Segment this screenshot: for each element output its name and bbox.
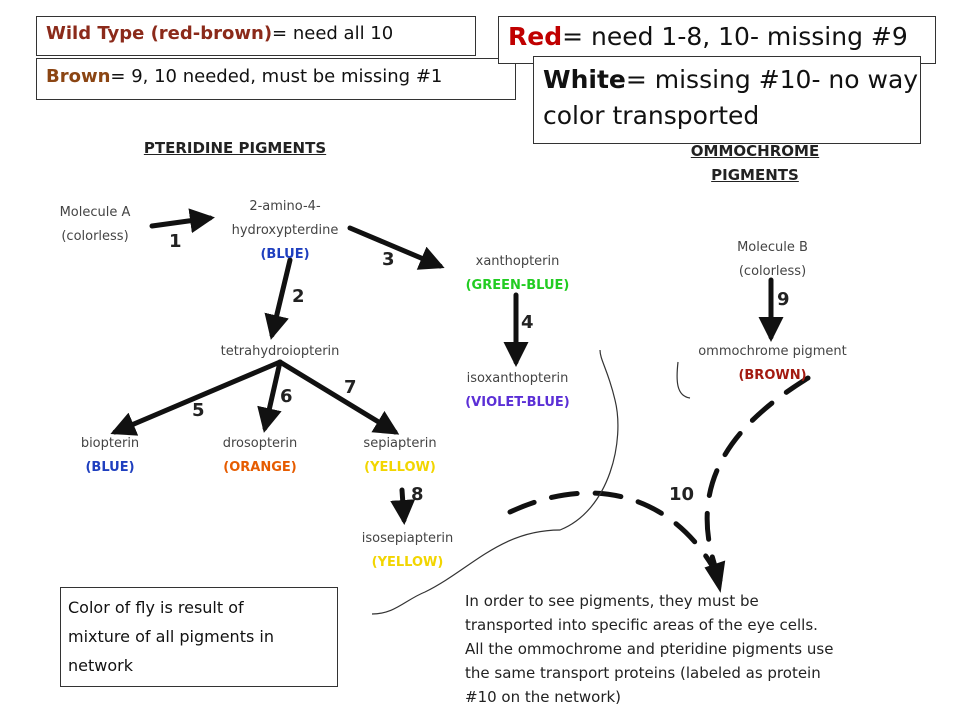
brown-term: Brown — [46, 66, 111, 87]
wild-type-box — [36, 16, 476, 56]
step-4-label: 4 — [521, 312, 534, 333]
mixture-note-line-3: network — [68, 656, 133, 675]
molecule-a-desc: (colorless) — [61, 229, 129, 244]
molecule-a-name: Molecule A — [59, 205, 131, 220]
isosepiapterin-color-label: (YELLOW) — [371, 555, 444, 570]
sepiapterin: sepiapterin (YELLOW) — [340, 432, 460, 480]
sepiapterin-name: sepiapterin — [363, 436, 437, 451]
step-3-label: 3 — [382, 249, 395, 270]
arrow-step-3 — [347, 225, 445, 270]
amino-line-2: hydroxypterdine — [231, 223, 339, 238]
arrow-step-5 — [110, 359, 283, 436]
tetrahydroiopterin: tetrahydroiopterin — [190, 340, 370, 364]
xanthopterin: xanthopterin (GREEN-BLUE) — [445, 250, 590, 298]
drosopterin-color-label: (ORANGE) — [223, 460, 297, 475]
step-6-label: 6 — [280, 386, 293, 407]
arrow-step-2 — [264, 257, 293, 340]
isoxanthopterin-color-label: (VIOLET-BLUE) — [465, 395, 570, 410]
step-8-label: 8 — [411, 484, 424, 505]
ommochrome-pigment: ommochrome pigment (BROWN) — [675, 340, 870, 388]
white-term: White — [543, 65, 626, 94]
sepiapterin-color-label: (YELLOW) — [364, 460, 436, 475]
step-10-label: 10 — [669, 484, 695, 505]
xanthopterin-color-label: (GREEN-BLUE) — [465, 278, 570, 293]
wild-type-term: Wild Type (red-brown) — [46, 23, 273, 44]
ommochrome-heading-line-1: OMMOCHROME — [690, 142, 820, 160]
dashed-transport-arc-right — [704, 375, 811, 583]
molecule-b: Molecule B (colorless) — [715, 236, 830, 284]
white-line-1: White= missing #10- no way — [543, 62, 918, 98]
molecule-a: Molecule A (colorless) — [40, 201, 150, 249]
brown-text: Brown= 9, 10 needed, must be missing #1 — [46, 66, 442, 87]
brace-pteridine — [371, 349, 619, 615]
arrow-step-7 — [277, 359, 400, 435]
ommochrome-heading: OMMOCHROME PIGMENTS — [660, 139, 850, 187]
step-9-label: 9 — [777, 289, 790, 310]
biopterin-color-label: (BLUE) — [85, 460, 135, 475]
step-5-label: 5 — [192, 400, 205, 421]
arrow-step-8 — [390, 487, 416, 525]
mixture-note-box — [60, 587, 338, 687]
transport-note-line-4: the same transport proteins (labeled as … — [465, 664, 821, 682]
mixture-note-line-2: mixture of all pigments in — [68, 627, 274, 646]
step-2-label: 2 — [292, 286, 305, 307]
transport-note-line-5: #10 on the network) — [465, 688, 622, 706]
dashed-transport-arc-left — [507, 490, 723, 583]
mixture-note-line-1: Color of fly is result of — [68, 598, 244, 617]
amino-hydroxypterdine: 2-amino-4- hydroxypterdine (BLUE) — [210, 195, 360, 267]
biopterin: biopterin (BLUE) — [55, 432, 165, 480]
step-7-label: 7 — [344, 377, 357, 398]
ommochrome-pigment-color-label: (BROWN) — [738, 368, 807, 383]
isosepiapterin: isosepiapterin (YELLOW) — [345, 527, 470, 575]
isoxanthopterin: isoxanthopterin (VIOLET-BLUE) — [445, 367, 590, 415]
drosopterin: drosopterin (ORANGE) — [200, 432, 320, 480]
pteridine-heading: PTERIDINE PIGMENTS — [143, 139, 327, 157]
ommochrome-heading-line-2: PIGMENTS — [711, 166, 799, 184]
white-text: White= missing #10- no way color transpo… — [543, 62, 918, 134]
step-1-label: 1 — [169, 231, 182, 252]
red-text: Red= need 1-8, 10- missing #9 — [508, 22, 908, 51]
arrow-step-1 — [149, 208, 215, 234]
amino-line-1: 2-amino-4- — [249, 199, 321, 214]
brown-rest: = 9, 10 needed, must be missing #1 — [110, 66, 443, 87]
xanthopterin-name: xanthopterin — [475, 254, 560, 269]
transport-note-line-1: In order to see pigments, they must be — [465, 592, 759, 610]
isosepiapterin-name: isosepiapterin — [361, 531, 454, 546]
red-term: Red — [508, 22, 563, 51]
molecule-b-name: Molecule B — [737, 240, 808, 255]
wild-type-rest: = need all 10 — [272, 23, 394, 44]
wild-type-text: Wild Type (red-brown)= need all 10 — [46, 23, 393, 44]
red-rest: = need 1-8, 10- missing #9 — [562, 22, 908, 51]
amino-color-label: (BLUE) — [260, 247, 310, 262]
transport-note-line-2: transported into specific areas of the e… — [465, 616, 818, 634]
transport-note: In order to see pigments, they must be t… — [465, 589, 833, 709]
white-line-2: color transported — [543, 101, 760, 130]
arrow-step-6 — [257, 359, 283, 433]
transport-arrowhead — [704, 560, 726, 593]
isoxanthopterin-name: isoxanthopterin — [466, 371, 569, 386]
transport-note-line-3: All the ommochrome and pteridine pigment… — [465, 640, 834, 658]
white-box — [533, 56, 921, 144]
tetrahydroiopterin-name: tetrahydroiopterin — [220, 344, 340, 359]
molecule-b-desc: (colorless) — [738, 264, 807, 279]
drosopterin-name: drosopterin — [222, 436, 298, 451]
biopterin-name: biopterin — [80, 436, 140, 451]
white-rest: = missing #10- no way — [625, 65, 919, 94]
ommochrome-pigment-name: ommochrome pigment — [698, 344, 847, 359]
mixture-note: Color of fly is result of mixture of all… — [68, 593, 274, 680]
brace-ommochrome — [676, 361, 691, 399]
brown-box — [36, 58, 516, 100]
